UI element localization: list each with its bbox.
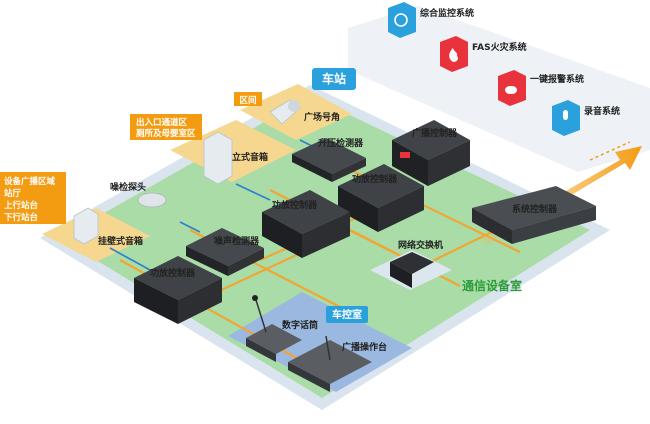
zone-tag: 区间 (234, 92, 262, 106)
external-label-monitor: 综合监控系统 (420, 7, 474, 19)
external-system-fire (440, 36, 468, 72)
digital-mic-label: 数字话筒 (282, 319, 318, 331)
digital-mic-device (246, 295, 302, 362)
external-system-monitor (388, 2, 416, 38)
wall-speaker-label: 挂壁式音箱 (98, 235, 143, 247)
external-system-alarm (498, 70, 526, 106)
broadcast-area-line-2: 站厅 (4, 188, 22, 199)
booster-detector-device (292, 138, 366, 182)
amp-controller-top-device (338, 164, 424, 232)
amp-controller-top-label: 功放控制器 (352, 173, 398, 185)
noise-detector-label: 噪声检测器 (214, 235, 260, 247)
external-label-recorder: 录音系统 (584, 105, 620, 117)
control-room-label: 车控室 (332, 308, 362, 321)
amp-controller-low-label: 功放控制器 (150, 267, 196, 279)
network-switch-device (370, 250, 452, 290)
control-room-plate (228, 292, 412, 392)
noise-detector-device (186, 228, 264, 276)
uplink-dashed-line (589, 141, 631, 161)
amp-controller-low-device (134, 256, 222, 324)
broadcast-area-line-1: 设备广播区域 (4, 176, 56, 187)
horn-device (269, 99, 301, 125)
entrance-line-1: 出入口通道区 (136, 117, 188, 128)
external-system-recorder (552, 100, 580, 136)
amp-controller-mid-label: 功放控制器 (272, 199, 318, 211)
comm-room-label: 通信设备室 (462, 278, 522, 293)
broadcast-areas-tag: 设备广播区域 站厅 上行站台 下行站台 (0, 172, 66, 224)
broadcast-area-line-4: 下行站台 (4, 212, 39, 223)
system-controller-label: 系统控制器 (512, 203, 558, 215)
network-switch-label: 网络交换机 (398, 239, 443, 251)
entrance-line-2: 厕所及母婴室区 (136, 128, 196, 139)
noise-probe-label: 噪检探头 (110, 181, 146, 193)
station-label: 车站 (322, 71, 346, 86)
broadcast-console-label: 广播操作台 (342, 341, 387, 353)
column-speaker-device (203, 131, 233, 185)
noise-probe-device (137, 192, 167, 208)
entrance-tag: 出入口通道区 厕所及母婴室区 (130, 114, 202, 140)
station-tag: 车站 (312, 68, 356, 90)
external-label-fire: FAS火灾系统 (472, 41, 527, 53)
booster-detector-label: 升压检测器 (318, 137, 364, 149)
broadcast-controller-device (392, 120, 470, 186)
broadcast-console-device (288, 335, 372, 392)
control-room-tag: 车控室 (326, 306, 368, 323)
external-label-alarm: 一键报警系统 (530, 73, 584, 85)
column-speaker-label: 立式音箱 (232, 151, 268, 163)
entrance-plate (170, 120, 296, 182)
broadcast-controller-label: 广播控制器 (412, 127, 458, 139)
amp-controller-mid-device (262, 190, 350, 258)
horn-label: 广场号角 (304, 111, 340, 123)
broadcast-area-line-3: 上行站台 (4, 200, 39, 211)
wall-speaker-device (73, 207, 99, 245)
system-controller-device (472, 186, 596, 244)
zone-label: 区间 (239, 95, 256, 106)
